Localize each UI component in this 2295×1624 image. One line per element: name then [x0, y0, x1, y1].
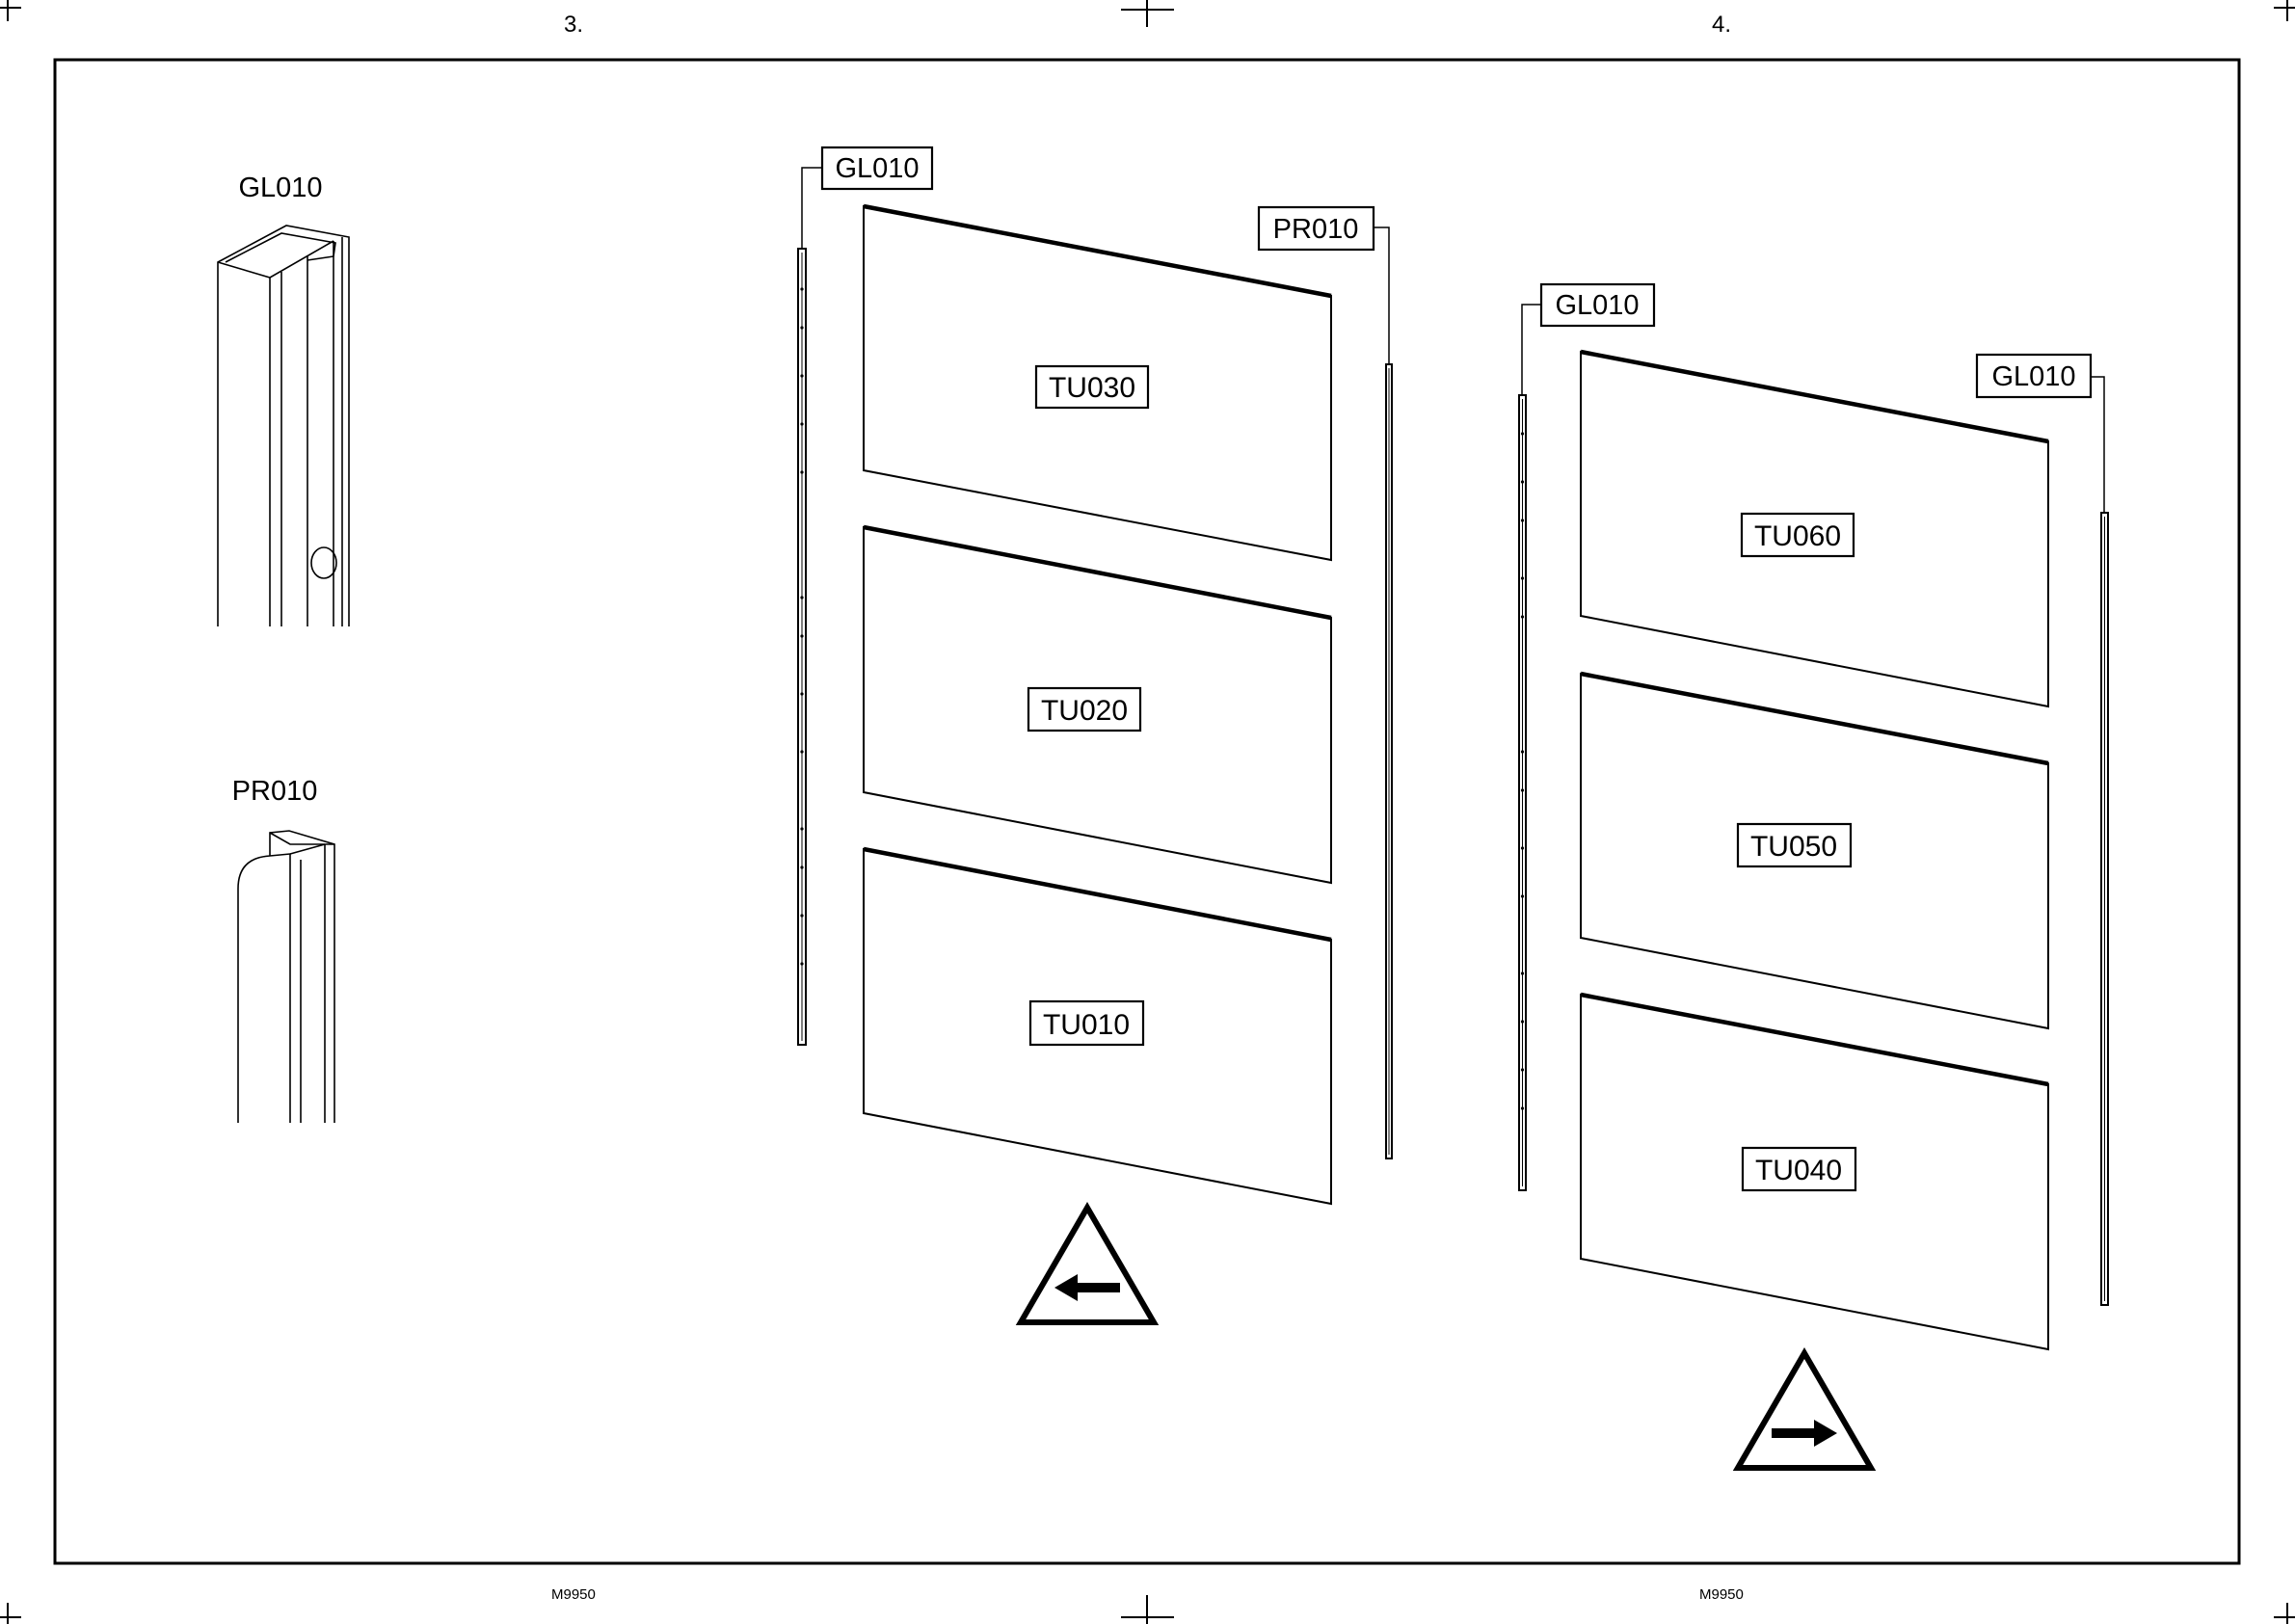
step3-rail-right-label: PR010	[1273, 214, 1359, 245]
step4-rail-left-label: GL010	[1555, 290, 1639, 321]
panel-label-tu050: TU050	[1750, 831, 1837, 863]
step3-panel-top: TU030	[864, 206, 1331, 560]
legend-pr010-title: PR010	[232, 776, 318, 807]
step4-panel-middle: TU050	[1581, 674, 2048, 1028]
legend-gl010-title: GL010	[238, 173, 322, 203]
step3-rail-left-callout: GL010	[822, 147, 932, 189]
panel-label-tu040: TU040	[1755, 1155, 1842, 1186]
step4-rail-left-leader	[1522, 305, 1540, 395]
panel-label-tu030: TU030	[1049, 372, 1135, 404]
step4-rail-left-callout: GL010	[1541, 284, 1654, 326]
step4-rail-right-label: GL010	[1991, 361, 2075, 392]
step3-panel-middle: TU020	[864, 527, 1331, 883]
pr010-profile-drawing	[238, 831, 334, 1123]
panel-label-tu010: TU010	[1043, 1009, 1130, 1041]
gl010-profile-drawing	[218, 226, 349, 626]
step4-panel-bottom: TU040	[1581, 995, 2048, 1349]
step3-rail-left-label: GL010	[835, 153, 919, 184]
step4-rail-right	[2101, 513, 2108, 1305]
triangle-arrow-left-icon	[1021, 1208, 1154, 1322]
step3-panel-bottom: TU010	[864, 849, 1331, 1204]
triangle-arrow-right-icon	[1738, 1353, 1871, 1468]
step3-rail-right	[1386, 364, 1392, 1158]
panel-label-tu020: TU020	[1041, 695, 1128, 727]
step3-rail-right-callout: PR010	[1259, 207, 1374, 250]
step4-rail-right-callout: GL010	[1977, 355, 2091, 397]
step3-rail-left-leader	[802, 168, 821, 249]
step4-rail-left	[1519, 395, 1526, 1190]
step4-panel-top: TU060	[1581, 352, 2048, 706]
step3-rail-right-leader	[1374, 227, 1389, 364]
step3-rail-left	[798, 249, 806, 1045]
panel-label-tu060: TU060	[1754, 520, 1841, 552]
step4-rail-right-leader	[2092, 377, 2104, 513]
